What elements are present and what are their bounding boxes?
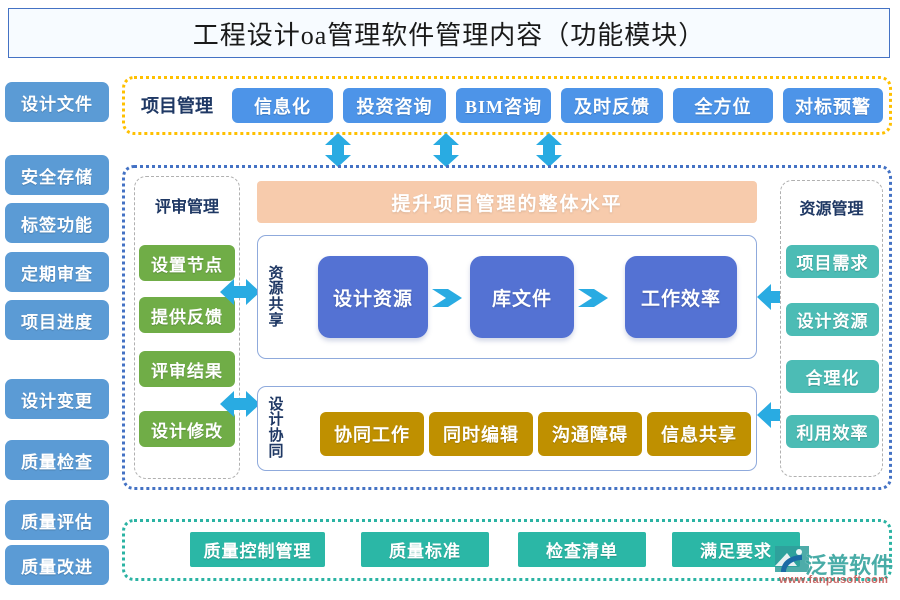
top-group-frame [122, 76, 892, 135]
resource-item-project-demand[interactable]: 项目需求 [786, 245, 879, 278]
resource-management-title: 资源管理 [799, 201, 864, 218]
bottom-item-quality-standard[interactable]: 质量标准 [361, 532, 489, 567]
sidebar-item-secure-storage[interactable]: 安全存储 [5, 155, 109, 195]
middle-group-frame [122, 165, 892, 490]
watermark-brand: 泛普软件 [805, 553, 894, 578]
design-collaboration-vertical-label: 设 计 协 同 [264, 392, 288, 466]
sidebar-item-tag-function[interactable]: 标签功能 [5, 203, 109, 243]
review-item-design-revision[interactable]: 设计修改 [139, 411, 235, 447]
collab-item-teamwork[interactable]: 协同工作 [320, 412, 424, 456]
resource-sharing-vertical-label: 资 源 共 享 [264, 250, 288, 346]
vchar-3: 享 [268, 312, 284, 329]
vchar-3: 同 [268, 443, 284, 460]
vchar-2: 共 [268, 297, 284, 313]
chevron-arrow-1 [432, 289, 462, 307]
review-management-title: 评审管理 [154, 199, 219, 216]
vertical-double-arrow-3 [536, 133, 562, 167]
improvement-banner: 提升项目管理的整体水平 [257, 181, 757, 223]
bottom-group-frame [122, 519, 892, 581]
process-work-efficiency[interactable]: 工作效率 [625, 256, 737, 338]
page-title-box: 工程设计oa管理软件管理内容（功能模块） [8, 8, 890, 58]
process-design-resource[interactable]: 设计资源 [318, 256, 428, 338]
vchar-2: 协 [268, 428, 284, 444]
vertical-double-arrow-1 [325, 133, 351, 167]
sidebar-item-quality-eval[interactable]: 质量评估 [5, 500, 109, 540]
watermark: 泛普软件 www.fanpusoft.com [775, 546, 897, 596]
process-library-file[interactable]: 库文件 [470, 256, 574, 338]
horizontal-double-arrow-left-1 [220, 279, 260, 305]
resource-item-utilization-efficiency[interactable]: 利用效率 [786, 415, 879, 448]
top-item-investment-consulting[interactable]: 投资咨询 [343, 88, 446, 123]
review-item-provide-feedback[interactable]: 提供反馈 [139, 297, 235, 333]
vchar-1: 计 [268, 412, 284, 429]
resource-item-rationalization[interactable]: 合理化 [786, 360, 879, 393]
sidebar-item-project-progress[interactable]: 项目进度 [5, 300, 109, 340]
review-item-review-result[interactable]: 评审结果 [139, 351, 235, 387]
vertical-double-arrow-2 [433, 133, 459, 167]
top-group-label: 项目管理 [141, 96, 213, 116]
top-item-bim-consulting[interactable]: BIM咨询 [456, 88, 551, 123]
page-title: 工程设计oa管理软件管理内容（功能模块） [192, 20, 706, 50]
resource-item-design-resource[interactable]: 设计资源 [786, 303, 879, 336]
bottom-item-quality-control-mgmt[interactable]: 质量控制管理 [190, 532, 325, 567]
watermark-url: www.fanpusoft.com [779, 574, 889, 586]
sidebar-item-design-change[interactable]: 设计变更 [5, 379, 109, 419]
top-item-benchmark-alert[interactable]: 对标预警 [783, 88, 883, 123]
review-item-set-node[interactable]: 设置节点 [139, 245, 235, 281]
sidebar-item-quality-check[interactable]: 质量检查 [5, 440, 109, 480]
top-item-informatization[interactable]: 信息化 [232, 88, 333, 123]
sidebar-item-periodic-review[interactable]: 定期审查 [5, 252, 109, 292]
collab-item-simultaneous-edit[interactable]: 同时编辑 [429, 412, 533, 456]
vchar-0: 设 [268, 396, 284, 413]
collab-item-info-sharing[interactable]: 信息共享 [647, 412, 751, 456]
top-item-all-round[interactable]: 全方位 [673, 88, 773, 123]
vchar-0: 资 [268, 265, 284, 282]
chevron-arrow-2 [578, 289, 608, 307]
collab-item-communication-barrier[interactable]: 沟通障碍 [538, 412, 642, 456]
bottom-item-checklist[interactable]: 检查清单 [518, 532, 646, 567]
horizontal-double-arrow-left-2 [220, 391, 260, 417]
fanpu-logo-icon [775, 546, 809, 572]
sidebar-item-design-file[interactable]: 设计文件 [5, 82, 109, 122]
vchar-1: 源 [268, 281, 284, 298]
top-item-timely-feedback[interactable]: 及时反馈 [561, 88, 663, 123]
sidebar-item-quality-improve[interactable]: 质量改进 [5, 545, 109, 585]
